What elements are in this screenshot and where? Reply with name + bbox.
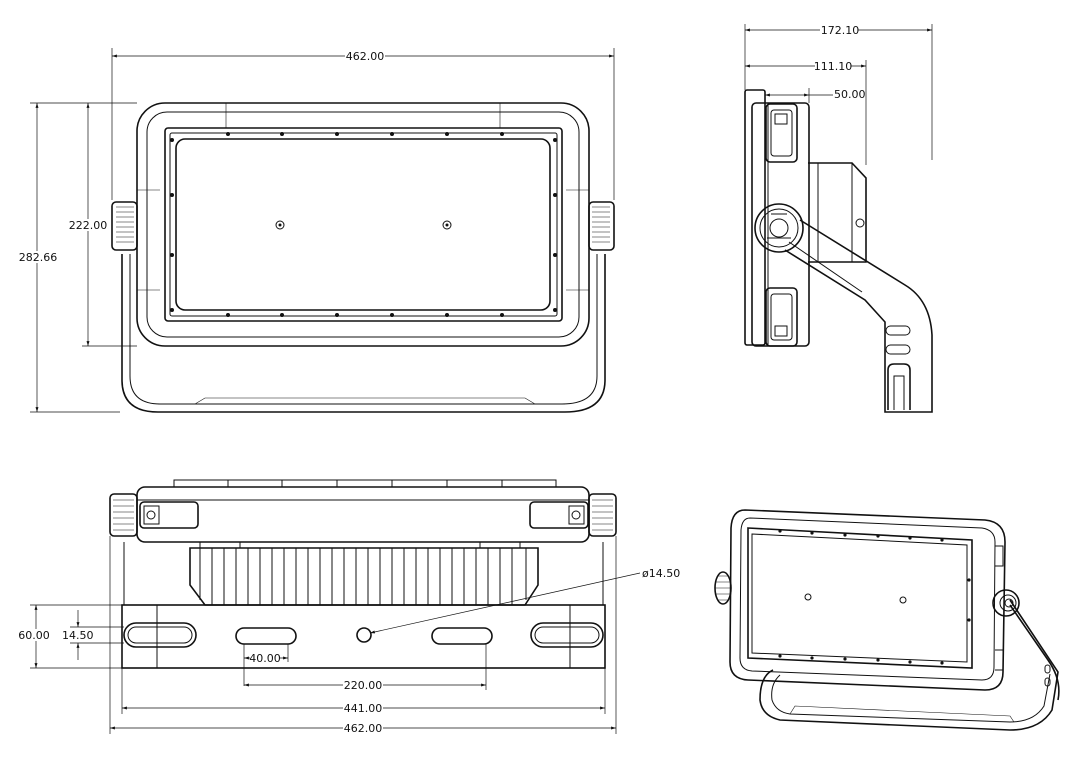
dim-bottom-total: 462.00 <box>109 536 617 735</box>
label-bracket-width: 441.00 <box>344 702 383 715</box>
slot-right <box>431 627 493 645</box>
slot-left <box>235 627 297 645</box>
label-bracket-height: 60.00 <box>18 629 50 642</box>
bezel-screws <box>170 132 557 317</box>
center-hole <box>356 627 372 643</box>
label-side-body: 111.10 <box>814 60 853 73</box>
heatsink <box>189 542 539 606</box>
label-slot-offset: 14.50 <box>62 629 94 642</box>
dim-front-height-body: 222.00 <box>68 102 137 347</box>
label-front-height-body: 222.00 <box>69 219 108 232</box>
dim-side-front: 50.00 <box>765 88 866 103</box>
label-front-width: 462.00 <box>346 50 385 63</box>
label-hole-diameter: ø14.50 <box>642 567 680 580</box>
front-view: 462.00 222.00 282.66 <box>17 48 615 413</box>
side-view: 172.10 111.10 50.00 <box>744 24 933 413</box>
side-latch-top <box>765 103 798 163</box>
label-side-total: 172.10 <box>821 24 860 37</box>
dim-side-total: 172.10 <box>744 24 933 160</box>
isometric-view <box>714 509 1060 731</box>
dim-bracket-height: 60.00 <box>16 604 122 669</box>
dim-front-height-total: 282.66 <box>17 102 120 413</box>
iso-knob-left <box>714 571 732 605</box>
left-knob <box>111 201 138 251</box>
right-knob <box>588 201 615 251</box>
label-slot-length: 40.00 <box>249 652 281 665</box>
bracket-bar <box>121 604 606 669</box>
dim-slot-offset: 14.50 <box>62 610 124 660</box>
label-bottom-total: 462.00 <box>344 722 383 735</box>
dim-side-body: 111.10 <box>745 60 867 165</box>
iso-screws <box>778 529 971 665</box>
dim-front-width: 462.00 <box>111 48 615 200</box>
label-front-height-total: 282.66 <box>19 251 58 264</box>
side-latch-bottom <box>765 287 798 347</box>
bottom-knob-left <box>109 493 138 537</box>
dim-hole-diameter: ø14.50 <box>369 567 680 634</box>
label-side-front: 50.00 <box>834 88 866 101</box>
dim-bracket-width: 441.00 <box>121 668 606 715</box>
iso-knob-right <box>992 589 1020 617</box>
label-slot-spacing: 220.00 <box>344 679 383 692</box>
bottom-knob-right <box>588 493 617 537</box>
dim-slot-spacing: 220.00 <box>244 644 487 692</box>
side-knob <box>754 203 804 253</box>
dim-slot-length: 40.00 <box>243 644 289 686</box>
bottom-view: ø14.50 60.00 14.50 40.00 220.00 <box>16 479 680 735</box>
